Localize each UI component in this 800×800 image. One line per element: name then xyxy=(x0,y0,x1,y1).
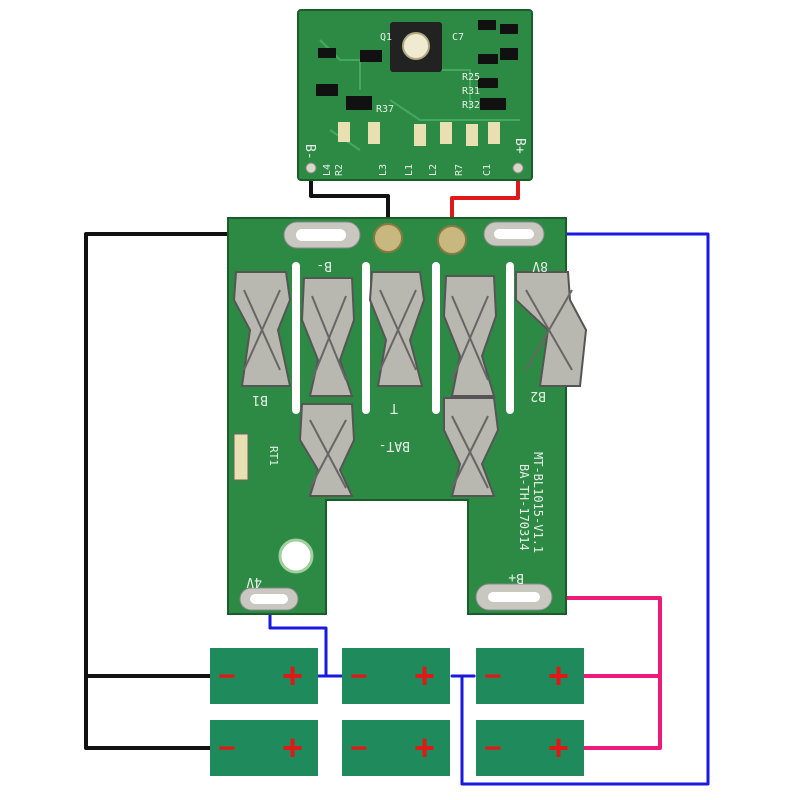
slot-b-plus xyxy=(488,592,540,602)
switch-board-edge xyxy=(297,9,533,181)
cell-5: −+ xyxy=(342,720,450,776)
switch-terminal-minus-label: B- xyxy=(302,144,317,160)
slot-4v xyxy=(250,594,288,604)
black-wire-main xyxy=(84,232,324,750)
contact-hatching xyxy=(243,289,573,489)
switch-label-r25: R25 xyxy=(462,72,480,83)
cell-plus-sign: + xyxy=(548,727,569,768)
switch-label-l3: L3 xyxy=(378,164,389,176)
switch-label-r2: R2 xyxy=(334,164,345,176)
cell-2: −+ xyxy=(342,648,450,704)
label-b-minus: B- xyxy=(316,258,332,273)
switch-label-r31: R31 xyxy=(462,86,480,97)
rt1-component xyxy=(233,433,249,481)
battery-cells: −+−+−+−+−+−+ xyxy=(210,648,584,776)
label-model-2: BA-TH-170314 xyxy=(517,464,531,551)
cell-plus-sign: + xyxy=(414,655,435,696)
cell-minus-sign: − xyxy=(484,732,502,765)
pad-switch-plus xyxy=(437,225,467,255)
slot-b-minus xyxy=(296,229,346,241)
switch-label-l1: L1 xyxy=(404,164,415,176)
cell-minus-sign: − xyxy=(218,732,236,765)
cell-body xyxy=(342,648,450,704)
label-model-1: MT-BL1015-V1.1 xyxy=(531,452,545,553)
contact-b2 xyxy=(515,271,588,387)
cell-plus-sign: + xyxy=(414,727,435,768)
cell-6: −+ xyxy=(476,720,584,776)
cell-plus-sign: + xyxy=(548,655,569,696)
pad-switch-minus xyxy=(373,223,403,253)
main-board: B- 8V B1 T B2 BAT- RT1 4V B+ MT-BL1015-V… xyxy=(227,217,588,615)
label-t: T xyxy=(390,400,398,415)
switch-label-r37: R37 xyxy=(376,104,394,115)
cell-minus-sign: − xyxy=(484,660,502,693)
wires xyxy=(84,166,710,786)
main-board-labels: B- 8V B1 T B2 BAT- RT1 4V B+ MT-BL1015-V… xyxy=(246,258,548,589)
switch-label-r32: R32 xyxy=(462,100,480,111)
switch-terminal-minus-pad xyxy=(305,162,317,174)
label-b-plus: B+ xyxy=(508,570,524,585)
switch-label-q1: Q1 xyxy=(380,32,392,43)
cell-body xyxy=(342,720,450,776)
cell-4: −+ xyxy=(210,720,318,776)
switch-terminal-plus-pad xyxy=(512,162,524,174)
switch-label-r7: R7 xyxy=(454,164,465,176)
switch-label-c1: C1 xyxy=(482,164,493,176)
cell-plus-sign: + xyxy=(282,655,303,696)
cell-3: −+ xyxy=(476,648,584,704)
switch-label-c7: C7 xyxy=(452,32,464,43)
pink-wire-bplus xyxy=(514,596,662,750)
cell-plus-sign: + xyxy=(282,727,303,768)
switch-label-l2: L2 xyxy=(428,164,439,176)
cell-body xyxy=(476,648,584,704)
switch-terminal-plus-label: B+ xyxy=(512,138,527,154)
label-8v: 8V xyxy=(532,258,548,273)
label-b2: B2 xyxy=(530,388,546,403)
slot-8v xyxy=(494,229,534,239)
mounting-hole xyxy=(278,538,314,574)
smd-components xyxy=(316,20,518,146)
label-b1: B1 xyxy=(252,392,268,407)
tactile-switch-button[interactable] xyxy=(402,32,430,60)
cell-minus-sign: − xyxy=(350,660,368,693)
label-rt1: RT1 xyxy=(267,446,280,466)
cell-minus-sign: − xyxy=(350,732,368,765)
top-pads xyxy=(283,221,545,255)
board-slots xyxy=(292,262,514,414)
cell-1: −+ xyxy=(210,648,318,704)
cell-minus-sign: − xyxy=(218,660,236,693)
cell-body xyxy=(210,720,318,776)
cell-body xyxy=(210,648,318,704)
label-4v: 4V xyxy=(246,574,262,589)
switch-label-l4: L4 xyxy=(322,164,333,176)
label-bat-minus: BAT- xyxy=(379,438,410,453)
cell-body xyxy=(476,720,584,776)
